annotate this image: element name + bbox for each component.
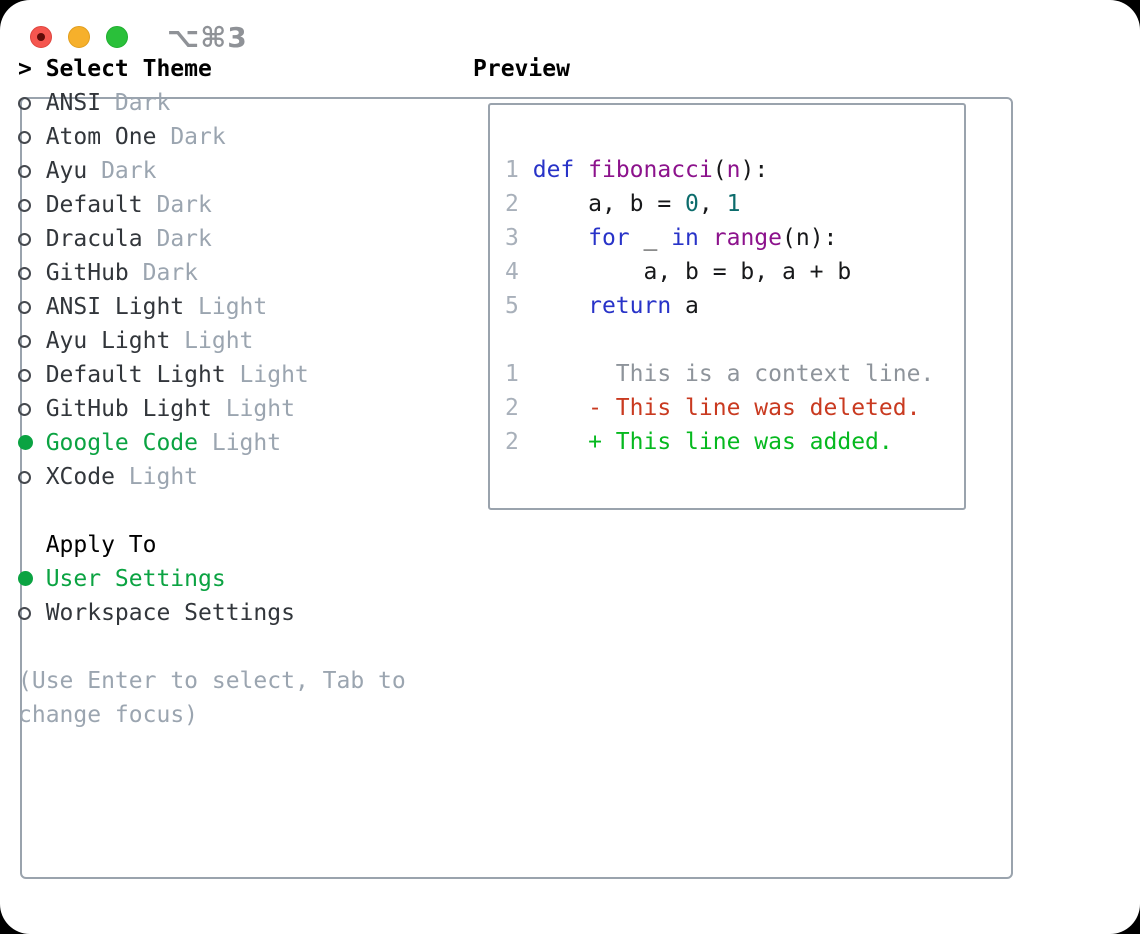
hint-text-line1: (Use Enter to select, Tab to bbox=[18, 668, 406, 694]
apply-to-title: Apply To bbox=[45, 532, 157, 558]
code-line: 3 for _ in range(n): bbox=[505, 225, 838, 251]
code-line: 4 a, b = b, a + b bbox=[505, 259, 852, 285]
theme-item-ayu-dark[interactable]: Ayu Dark bbox=[18, 154, 406, 188]
radio-unselected-icon bbox=[18, 192, 46, 218]
radio-selected-icon bbox=[18, 566, 46, 592]
diff-context-line: 1 This is a context line. bbox=[505, 361, 935, 387]
variant-badge: Dark bbox=[101, 158, 157, 184]
apply-option-user-settings[interactable]: User Settings bbox=[18, 562, 406, 596]
radio-unselected-icon bbox=[18, 158, 46, 184]
variant-badge: Light bbox=[211, 430, 282, 456]
variant-badge: Light bbox=[239, 362, 309, 388]
theme-list-header: > Select Theme bbox=[18, 52, 406, 86]
radio-unselected-icon bbox=[18, 260, 46, 286]
zoom-button[interactable] bbox=[106, 26, 128, 48]
variant-badge: Dark bbox=[114, 90, 171, 116]
theme-item-ansi-dark[interactable]: ANSI Dark bbox=[18, 86, 406, 120]
diff-deleted-line: 2 - This line was deleted. bbox=[505, 395, 921, 421]
variant-badge: Light bbox=[225, 396, 295, 422]
variant-badge: Dark bbox=[142, 260, 199, 286]
code-line: 5 return a bbox=[505, 293, 699, 319]
theme-item-github-dark[interactable]: GitHub Dark bbox=[18, 256, 406, 290]
window-title: ⌥⌘3 bbox=[167, 21, 248, 54]
theme-item-default-light[interactable]: Default Light Light bbox=[18, 358, 406, 392]
diff-added-line: 2 + This line was added. bbox=[505, 429, 893, 455]
variant-badge: Dark bbox=[156, 192, 212, 218]
hint-text-line2: change focus) bbox=[18, 702, 199, 728]
blank-line bbox=[505, 323, 964, 357]
theme-item-ayu-light[interactable]: Ayu Light Light bbox=[18, 324, 406, 358]
theme-item-dracula-dark[interactable]: Dracula Dark bbox=[18, 222, 406, 256]
theme-picker-frame bbox=[20, 97, 1013, 879]
radio-unselected-icon bbox=[18, 90, 46, 116]
variant-badge: Light bbox=[184, 328, 254, 354]
code-line: 1 def fibonacci(n): bbox=[505, 157, 769, 183]
theme-item-atom-one-dark[interactable]: Atom One Dark bbox=[18, 120, 406, 154]
variant-badge: Light bbox=[198, 294, 268, 320]
apply-option-workspace-settings[interactable]: Workspace Settings bbox=[18, 596, 406, 630]
radio-unselected-icon bbox=[18, 226, 46, 252]
theme-item-google-code-light[interactable]: Google Code Light bbox=[18, 426, 406, 460]
variant-badge: Dark bbox=[170, 124, 226, 150]
spacer-row bbox=[18, 630, 406, 664]
theme-item-default-dark[interactable]: Default Dark bbox=[18, 188, 406, 222]
apply-to-header: Apply To bbox=[18, 528, 406, 562]
preview-pane: 1 def fibonacci(n): 2 a, b = 0, 1 3 for … bbox=[488, 103, 966, 510]
code-line: 2 a, b = 0, 1 bbox=[505, 191, 741, 217]
variant-badge: Light bbox=[128, 464, 199, 490]
spacer-row bbox=[18, 494, 406, 528]
close-button[interactable] bbox=[30, 26, 52, 48]
radio-selected-icon bbox=[18, 430, 46, 456]
theme-item-ansi-light[interactable]: ANSI Light Light bbox=[18, 290, 406, 324]
theme-item-xcode-light[interactable]: XCode Light bbox=[18, 460, 406, 494]
theme-panel: > Select Theme ANSI Dark Atom One Dark A… bbox=[18, 52, 406, 732]
theme-list-title: Select Theme bbox=[45, 56, 212, 82]
preview-title: Preview bbox=[473, 56, 570, 82]
radio-unselected-icon bbox=[18, 294, 46, 320]
radio-unselected-icon bbox=[18, 328, 46, 354]
radio-unselected-icon bbox=[18, 396, 46, 422]
radio-unselected-icon bbox=[18, 464, 46, 490]
radio-unselected-icon bbox=[18, 362, 46, 388]
minimize-button[interactable] bbox=[68, 26, 90, 48]
theme-item-github-light[interactable]: GitHub Light Light bbox=[18, 392, 406, 426]
variant-badge: Dark bbox=[156, 226, 212, 252]
radio-unselected-icon bbox=[18, 124, 46, 150]
prompt-icon: > bbox=[18, 56, 32, 82]
radio-unselected-icon bbox=[18, 600, 46, 626]
